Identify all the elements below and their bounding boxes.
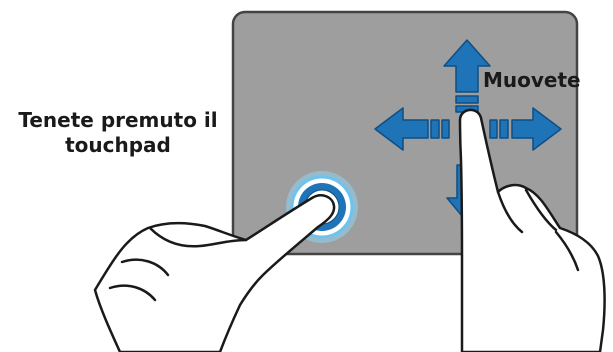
- hold-touchpad-label: Tenete premuto il touchpad: [8, 108, 228, 158]
- move-label: Muovete: [483, 68, 581, 93]
- left-hand-icon: [95, 195, 334, 352]
